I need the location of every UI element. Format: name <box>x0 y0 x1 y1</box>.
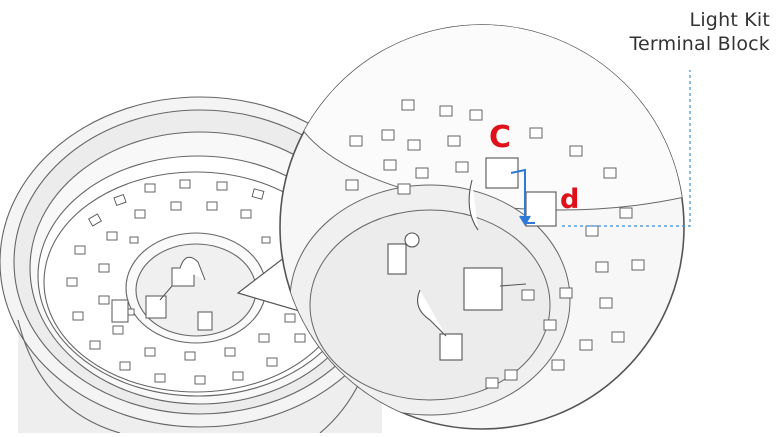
magnifier-lens <box>279 24 685 430</box>
callout-line-2: Terminal Block <box>629 33 770 55</box>
callout-leader-line <box>562 70 691 227</box>
led-chips-main <box>66 179 320 385</box>
marker-c: C <box>489 120 512 155</box>
callout-line-1: Light Kit <box>689 9 770 31</box>
callout-label: Light Kit Terminal Block <box>570 8 770 56</box>
center-hub <box>111 256 213 331</box>
connection-arrow <box>510 168 535 226</box>
marker-d: d <box>560 184 580 215</box>
